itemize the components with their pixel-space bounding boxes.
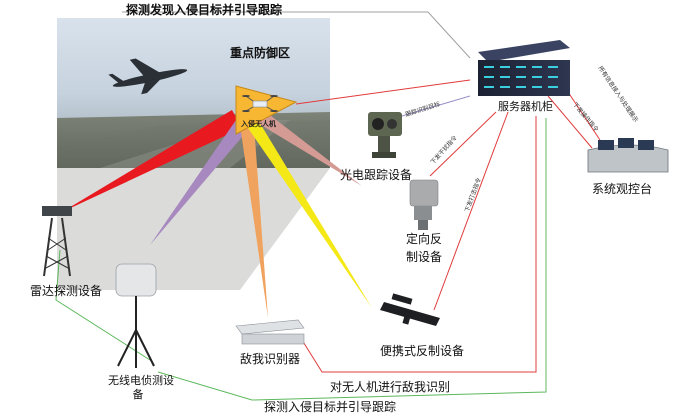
portable-beam <box>248 120 372 308</box>
directional-label-line2: 制设备 <box>406 250 443 264</box>
eo-label: 光电跟踪设备 <box>340 168 413 182</box>
directional-label: 定向反 制设备 <box>406 230 442 266</box>
rf-beam <box>150 120 248 245</box>
iff-beam <box>240 125 268 318</box>
bottom-flow-label: 探测入侵目标并引导跟踪 <box>264 400 397 414</box>
drone-icon <box>242 95 278 112</box>
server-label: 服务器机柜 <box>498 100 553 113</box>
iff-device-icon <box>235 319 305 345</box>
directional-jammer-icon <box>409 179 439 230</box>
directional-label-line1: 定向反 <box>406 232 443 246</box>
rf-detector-icon <box>115 263 157 368</box>
eo-beam <box>256 112 362 186</box>
rf-label-line1: 无线电侦测设 <box>108 374 174 387</box>
iff-label: 敌我识别器 <box>240 352 301 366</box>
radar-tower-icon <box>42 206 72 277</box>
iff-flow-label: 对无人机进行敌我识别 <box>330 380 451 394</box>
zone-label: 重点防御区 <box>230 46 291 60</box>
eo-tracker-icon <box>368 112 402 158</box>
top-flow-label: 探测发现入侵目标并引导跟踪 <box>126 3 283 17</box>
drone-label: 入侵无人机 <box>241 120 276 128</box>
rf-label-line2: 备 <box>132 388 144 401</box>
server-cabinet-icon <box>478 40 570 96</box>
detection-beams <box>62 110 372 318</box>
drone-zone <box>235 85 298 135</box>
portable-label: 便携式反制设备 <box>380 344 465 358</box>
airplane-icon <box>108 58 188 95</box>
rf-label: 无线电侦测设 备 <box>108 374 174 402</box>
portable-jammer-icon <box>380 293 440 326</box>
radar-beam <box>62 110 242 212</box>
radar-label: 雷达探测设备 <box>30 284 103 298</box>
console-label: 系统观控台 <box>592 182 653 196</box>
console-icon <box>587 138 669 173</box>
